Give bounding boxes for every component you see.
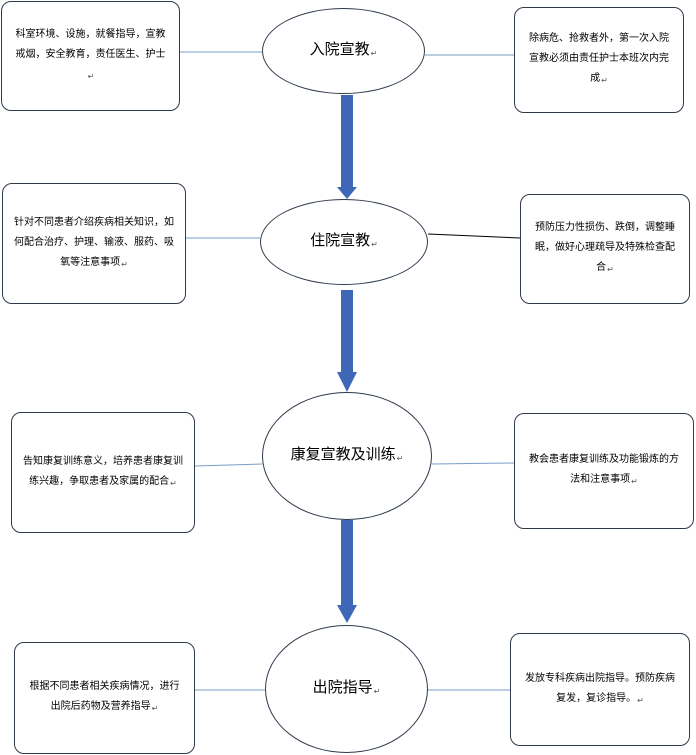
return-mark-icon: ↵ (121, 259, 128, 269)
stage1-left-note: 科室环境、设施，就餐指导，宣教戒烟，安全教育，责任医生、护士 (15, 29, 166, 60)
stage4-right-note: 发放专科疾病出院指导。预防疾病复发，复诊指导。 (525, 672, 675, 704)
return-mark-icon: ↵ (151, 704, 159, 713)
return-mark-icon: ↵ (371, 239, 378, 249)
stage3-right-note: 教会患者康复训练及功能锻炼的方法和注意事项 (529, 454, 679, 485)
stage2-right-note-box: 预防压力性损伤、跌倒，调整睡眠，做好心理疏导及特殊检查配合↵ (520, 194, 690, 304)
stage1-node: 入院宣教↵ (262, 8, 425, 94)
stage4-title: 出院指导 (312, 677, 373, 696)
stage3-left-note: 告知康复训练意义，培养患者康复训练兴趣，争取患者及家属的配合 (23, 455, 183, 487)
stage2-left-note: 针对不同患者介绍疾病相关知识，如何配合治疗、护理、输液、服药、吸氧等注意事项 (14, 216, 174, 268)
stage1-title: 入院宣教 (309, 39, 370, 58)
stage2-left-note-box: 针对不同患者介绍疾病相关知识，如何配合治疗、护理、输液、服药、吸氧等注意事项↵ (2, 183, 186, 304)
return-mark-icon: ↵ (87, 72, 95, 81)
arrow-down-icon (337, 520, 357, 623)
stage4-left-note-box: 根据不同患者相关疾病情况，进行出院后药物及营养指导↵ (14, 642, 195, 754)
return-mark-icon: ↵ (373, 686, 381, 696)
stage3-left-note-box: 告知康复训练意义，培养患者康复训练兴趣，争取患者及家属的配合↵ (11, 412, 195, 533)
connector-stage3-left (194, 463, 263, 467)
return-mark-icon: ↵ (637, 695, 644, 705)
stage1-left-note-box: 科室环境、设施，就餐指导，宣教戒烟，安全教育，责任医生、护士 ↵ (1, 1, 180, 111)
connector-stage3-right (431, 462, 515, 465)
arrow-down-icon (337, 95, 357, 199)
stage1-right-note: 除病危、抢救者外，第一次入院宣教必须由责任护士本班次内完成 (529, 33, 669, 84)
connector-stage2-right (427, 233, 521, 239)
stage3-right-note-box: 教会患者康复训练及功能锻炼的方法和注意事项↵ (514, 413, 694, 529)
stage4-right-note-box: 发放专科疾病出院指导。预防疾病复发，复诊指导。↵ (510, 633, 690, 746)
return-mark-icon: ↵ (370, 48, 378, 58)
return-mark-icon: ↵ (170, 478, 177, 488)
return-mark-icon: ↵ (607, 265, 614, 274)
stage1-right-note-box: 除病危、抢救者外，第一次入院宣教必须由责任护士本班次内完成↵ (514, 7, 684, 113)
stage3-title: 康复宣教及训练 (290, 444, 396, 463)
stage4-left-note: 根据不同患者相关疾病情况，进行出院后药物及营养指导 (29, 681, 180, 712)
return-mark-icon: ↵ (601, 76, 608, 85)
return-mark-icon: ↵ (631, 477, 638, 486)
stage4-node: 出院指导↵ (265, 625, 428, 753)
stage2-node: 住院宣教↵ (260, 199, 428, 285)
stage2-title: 住院宣教 (310, 230, 371, 249)
return-mark-icon: ↵ (396, 453, 404, 463)
stage3-node: 康复宣教及训练↵ (262, 392, 432, 520)
stage2-right-note: 预防压力性损伤、跌倒，调整睡眠，做好心理疏导及特殊检查配合 (535, 222, 675, 273)
arrow-down-icon (337, 290, 357, 392)
